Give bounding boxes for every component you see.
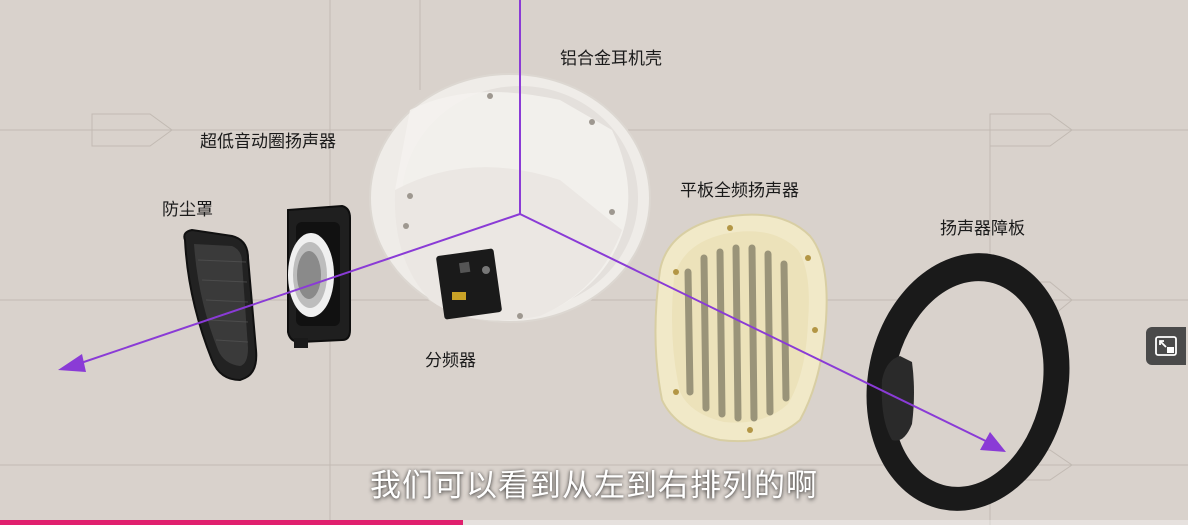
picture-in-picture-button[interactable] — [1146, 327, 1186, 365]
video-subtitle: 我们可以看到从左到右排列的啊 — [0, 460, 1188, 505]
label-baffle: 扬声器障板 — [940, 214, 1025, 239]
aluminium-housing-part — [370, 74, 650, 322]
planar-driver-part — [655, 215, 826, 442]
label-housing: 铝合金耳机壳 — [560, 44, 662, 69]
dust-cover-part — [184, 230, 256, 380]
subwoofer-driver-part — [288, 206, 350, 348]
video-progress-bar[interactable] — [0, 520, 1188, 525]
label-crossover: 分频器 — [425, 346, 476, 371]
crossover-board-part — [436, 248, 502, 319]
label-planar-driver: 平板全频扬声器 — [680, 176, 799, 201]
label-subwoofer: 超低音动圈扬声器 — [200, 127, 336, 152]
video-progress-fill — [0, 520, 463, 525]
label-dust-cover: 防尘罩 — [162, 195, 213, 220]
picture-in-picture-icon — [1155, 336, 1177, 356]
